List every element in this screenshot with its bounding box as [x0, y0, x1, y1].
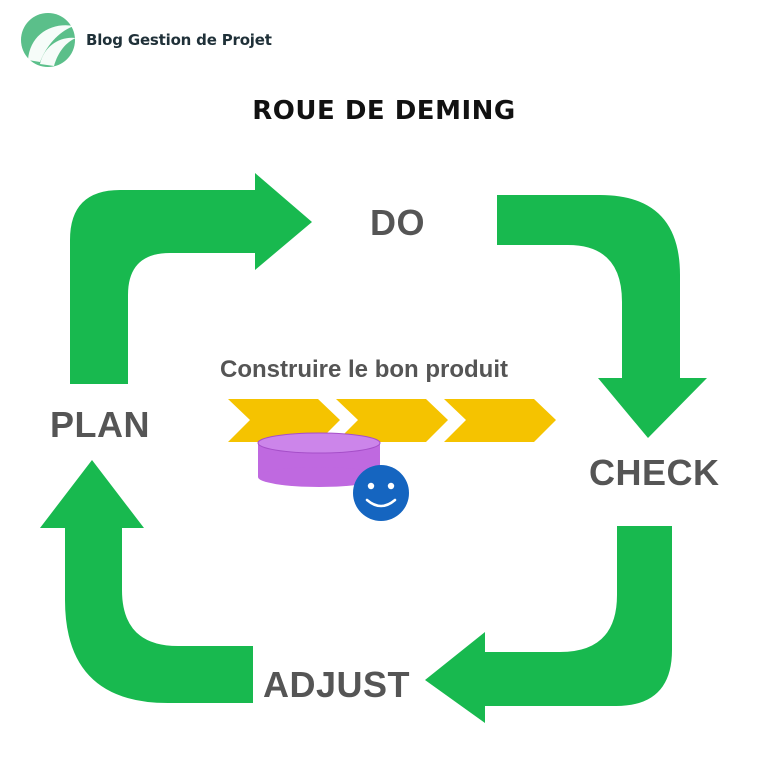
center-caption: Construire le bon produit	[220, 356, 508, 383]
smiley-face-icon	[353, 465, 409, 521]
brand: Blog Gestion de Projet	[18, 12, 272, 68]
stage-label-do: DO	[370, 202, 425, 243]
plan-to-do-arrow	[70, 173, 312, 384]
chevron-1	[228, 399, 340, 442]
stage-label-adjust: ADJUST	[263, 664, 411, 705]
do-to-check-arrow	[497, 195, 707, 438]
stage-label-plan: PLAN	[50, 404, 150, 445]
check-to-adjust-arrow	[425, 526, 672, 723]
product-cylinder-icon	[257, 432, 381, 487]
chevron-2	[336, 399, 448, 442]
leaf-logo-icon	[21, 13, 76, 67]
adjust-to-plan-arrow	[40, 460, 253, 703]
stage-label-check: CHECK	[589, 452, 720, 493]
chevron-3	[444, 399, 556, 442]
brand-name: Blog Gestion de Projet	[86, 31, 272, 49]
chevron-row	[228, 399, 556, 442]
page-title: ROUE DE DEMING	[252, 96, 516, 126]
